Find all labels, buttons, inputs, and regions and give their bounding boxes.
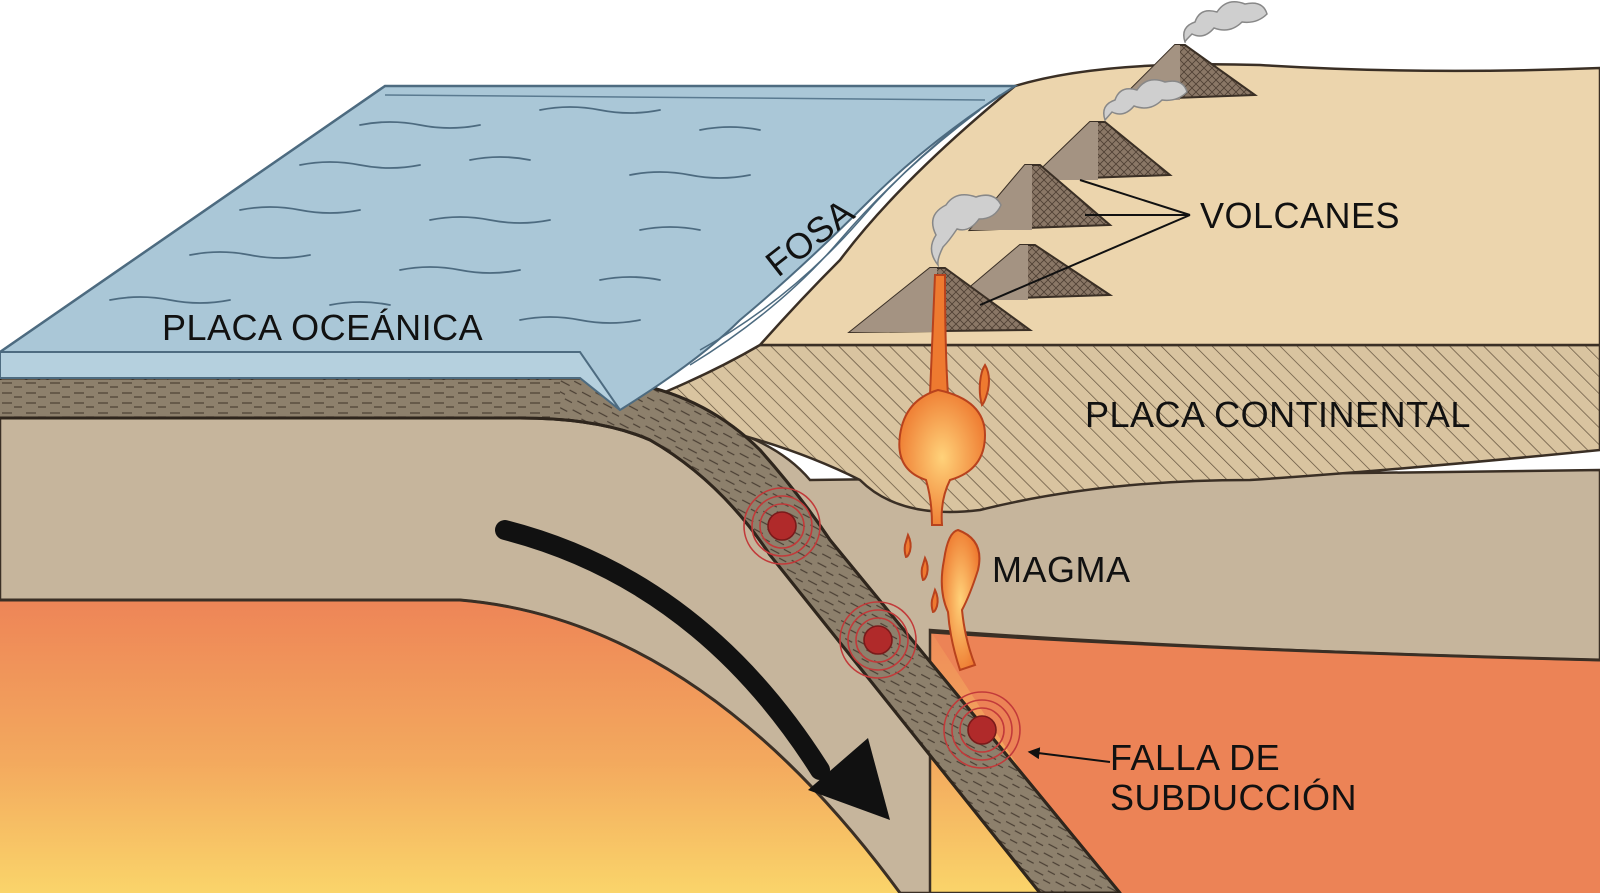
volcanoes	[847, 44, 1258, 334]
ocean-inner-edge	[384, 94, 986, 101]
magma-blob	[940, 528, 981, 672]
magma-system	[898, 274, 990, 672]
subduction-arrow	[495, 520, 890, 820]
mantle-boundary-right	[929, 630, 1600, 662]
magma-chamber	[898, 388, 987, 526]
ocean-top-edge	[0, 84, 1015, 354]
continental-plate-label: PLACA CONTINENTAL	[1085, 394, 1471, 435]
magma-drip-1	[978, 363, 990, 407]
fault-label-line1: FALLA DE	[1110, 737, 1280, 778]
leader-lines	[979, 179, 1191, 763]
asthenosphere-right	[930, 630, 1600, 893]
magma-drip-2	[903, 532, 912, 559]
ocean-surface	[0, 85, 1019, 412]
ocean-front-face	[0, 351, 621, 411]
magma-drip-4	[930, 587, 939, 614]
fault-label-line2: SUBDUCCIÓN	[1110, 777, 1357, 818]
quake-focus-3	[943, 691, 1021, 769]
quake-focus-2	[839, 601, 917, 679]
trench-slope	[689, 94, 1001, 366]
volcanoes-label: VOLCANES	[1200, 195, 1400, 236]
oceanic-plate-label: PLACA OCEÁNICA	[162, 307, 483, 348]
oceanic-slab-flat	[0, 380, 560, 418]
quake-focus-1	[743, 487, 821, 565]
water-ripples	[109, 106, 761, 324]
mantle-boundary	[0, 598, 902, 893]
magma-label: MAGMA	[992, 549, 1131, 590]
earthquake-foci	[743, 487, 1021, 769]
smoke-plumes	[930, 1, 1268, 268]
magma-drip-3	[920, 555, 929, 582]
